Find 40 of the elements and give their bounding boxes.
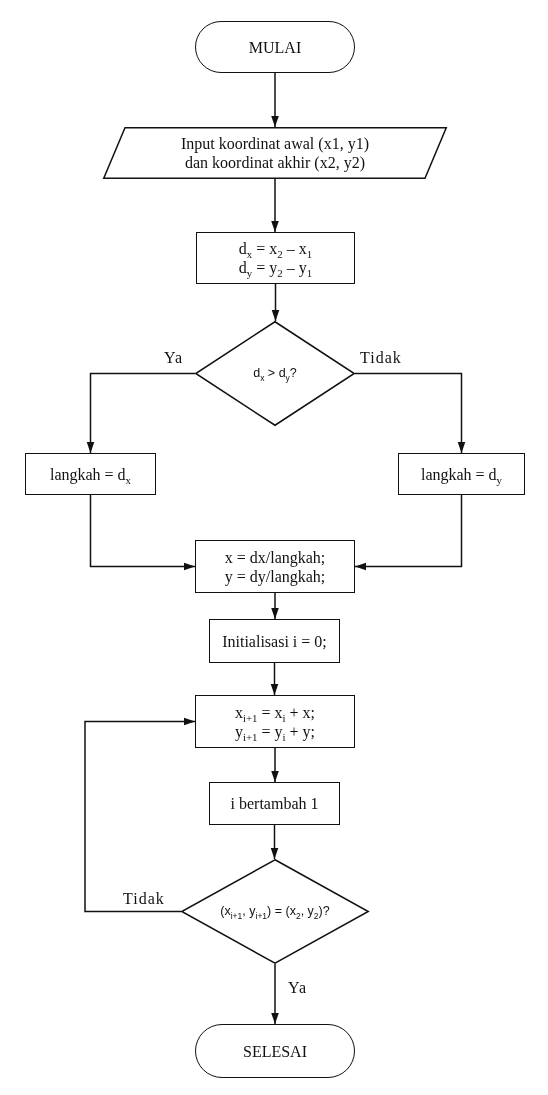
node-text: langkah = d$_{y}$ <box>420 464 503 484</box>
node-text: y$_{i+1}$ = y$_{i}$ + y; <box>234 722 316 741</box>
process-box <box>209 782 340 825</box>
arrow <box>271 963 279 1025</box>
node-text: langkah = d$_{x}$ <box>49 464 132 484</box>
process-box <box>25 453 156 495</box>
node-text: d$_{y}$ = y$_{2}$ – y$_{1}$ <box>238 258 313 277</box>
node-text: x$_{i+1}$ = x$_{i}$ + x; <box>234 702 316 722</box>
node-text: (x$_{i+1}$, y$_{i+1}$) = (x$_{2}$, y$_{2}$)? <box>220 903 330 921</box>
terminator-pill <box>195 21 355 73</box>
node-text: MULAI <box>248 37 302 57</box>
arrow <box>86 372 196 454</box>
input-parallelogram <box>103 127 447 179</box>
process-box <box>195 695 355 748</box>
arrow <box>271 592 279 620</box>
arrow <box>271 178 279 233</box>
arrow <box>271 283 280 322</box>
process-box <box>195 540 355 593</box>
node-text: d$_{x}$ > d$_{y}$? <box>253 365 297 383</box>
arrow <box>84 717 196 913</box>
arrow <box>89 494 196 571</box>
arrow <box>270 824 279 860</box>
decision-diamond <box>195 321 355 426</box>
node-text: x = dx/langkah; <box>224 547 326 567</box>
decision-diamond <box>181 859 369 964</box>
node-text: d$_{x}$ = x$_{2}$ – x$_{1}$ <box>238 239 313 258</box>
process-box <box>196 232 355 284</box>
process-box <box>209 619 340 663</box>
node-text: i bertambah 1 <box>230 794 319 813</box>
node-text: Input koordinat awal (x1, y1) dan koordinat akhir (x2, y2) <box>180 134 370 172</box>
process-box <box>398 453 525 495</box>
node-text: y = dy/langkah; <box>224 567 326 586</box>
terminator-pill <box>195 1024 355 1078</box>
arrow <box>270 662 279 696</box>
node-text: SELESAI <box>243 1041 307 1061</box>
arrow <box>271 747 279 783</box>
arrow <box>354 372 466 454</box>
arrow <box>271 72 279 128</box>
arrow <box>354 494 463 571</box>
node-text: Initialisasi i = 0; <box>222 631 327 651</box>
